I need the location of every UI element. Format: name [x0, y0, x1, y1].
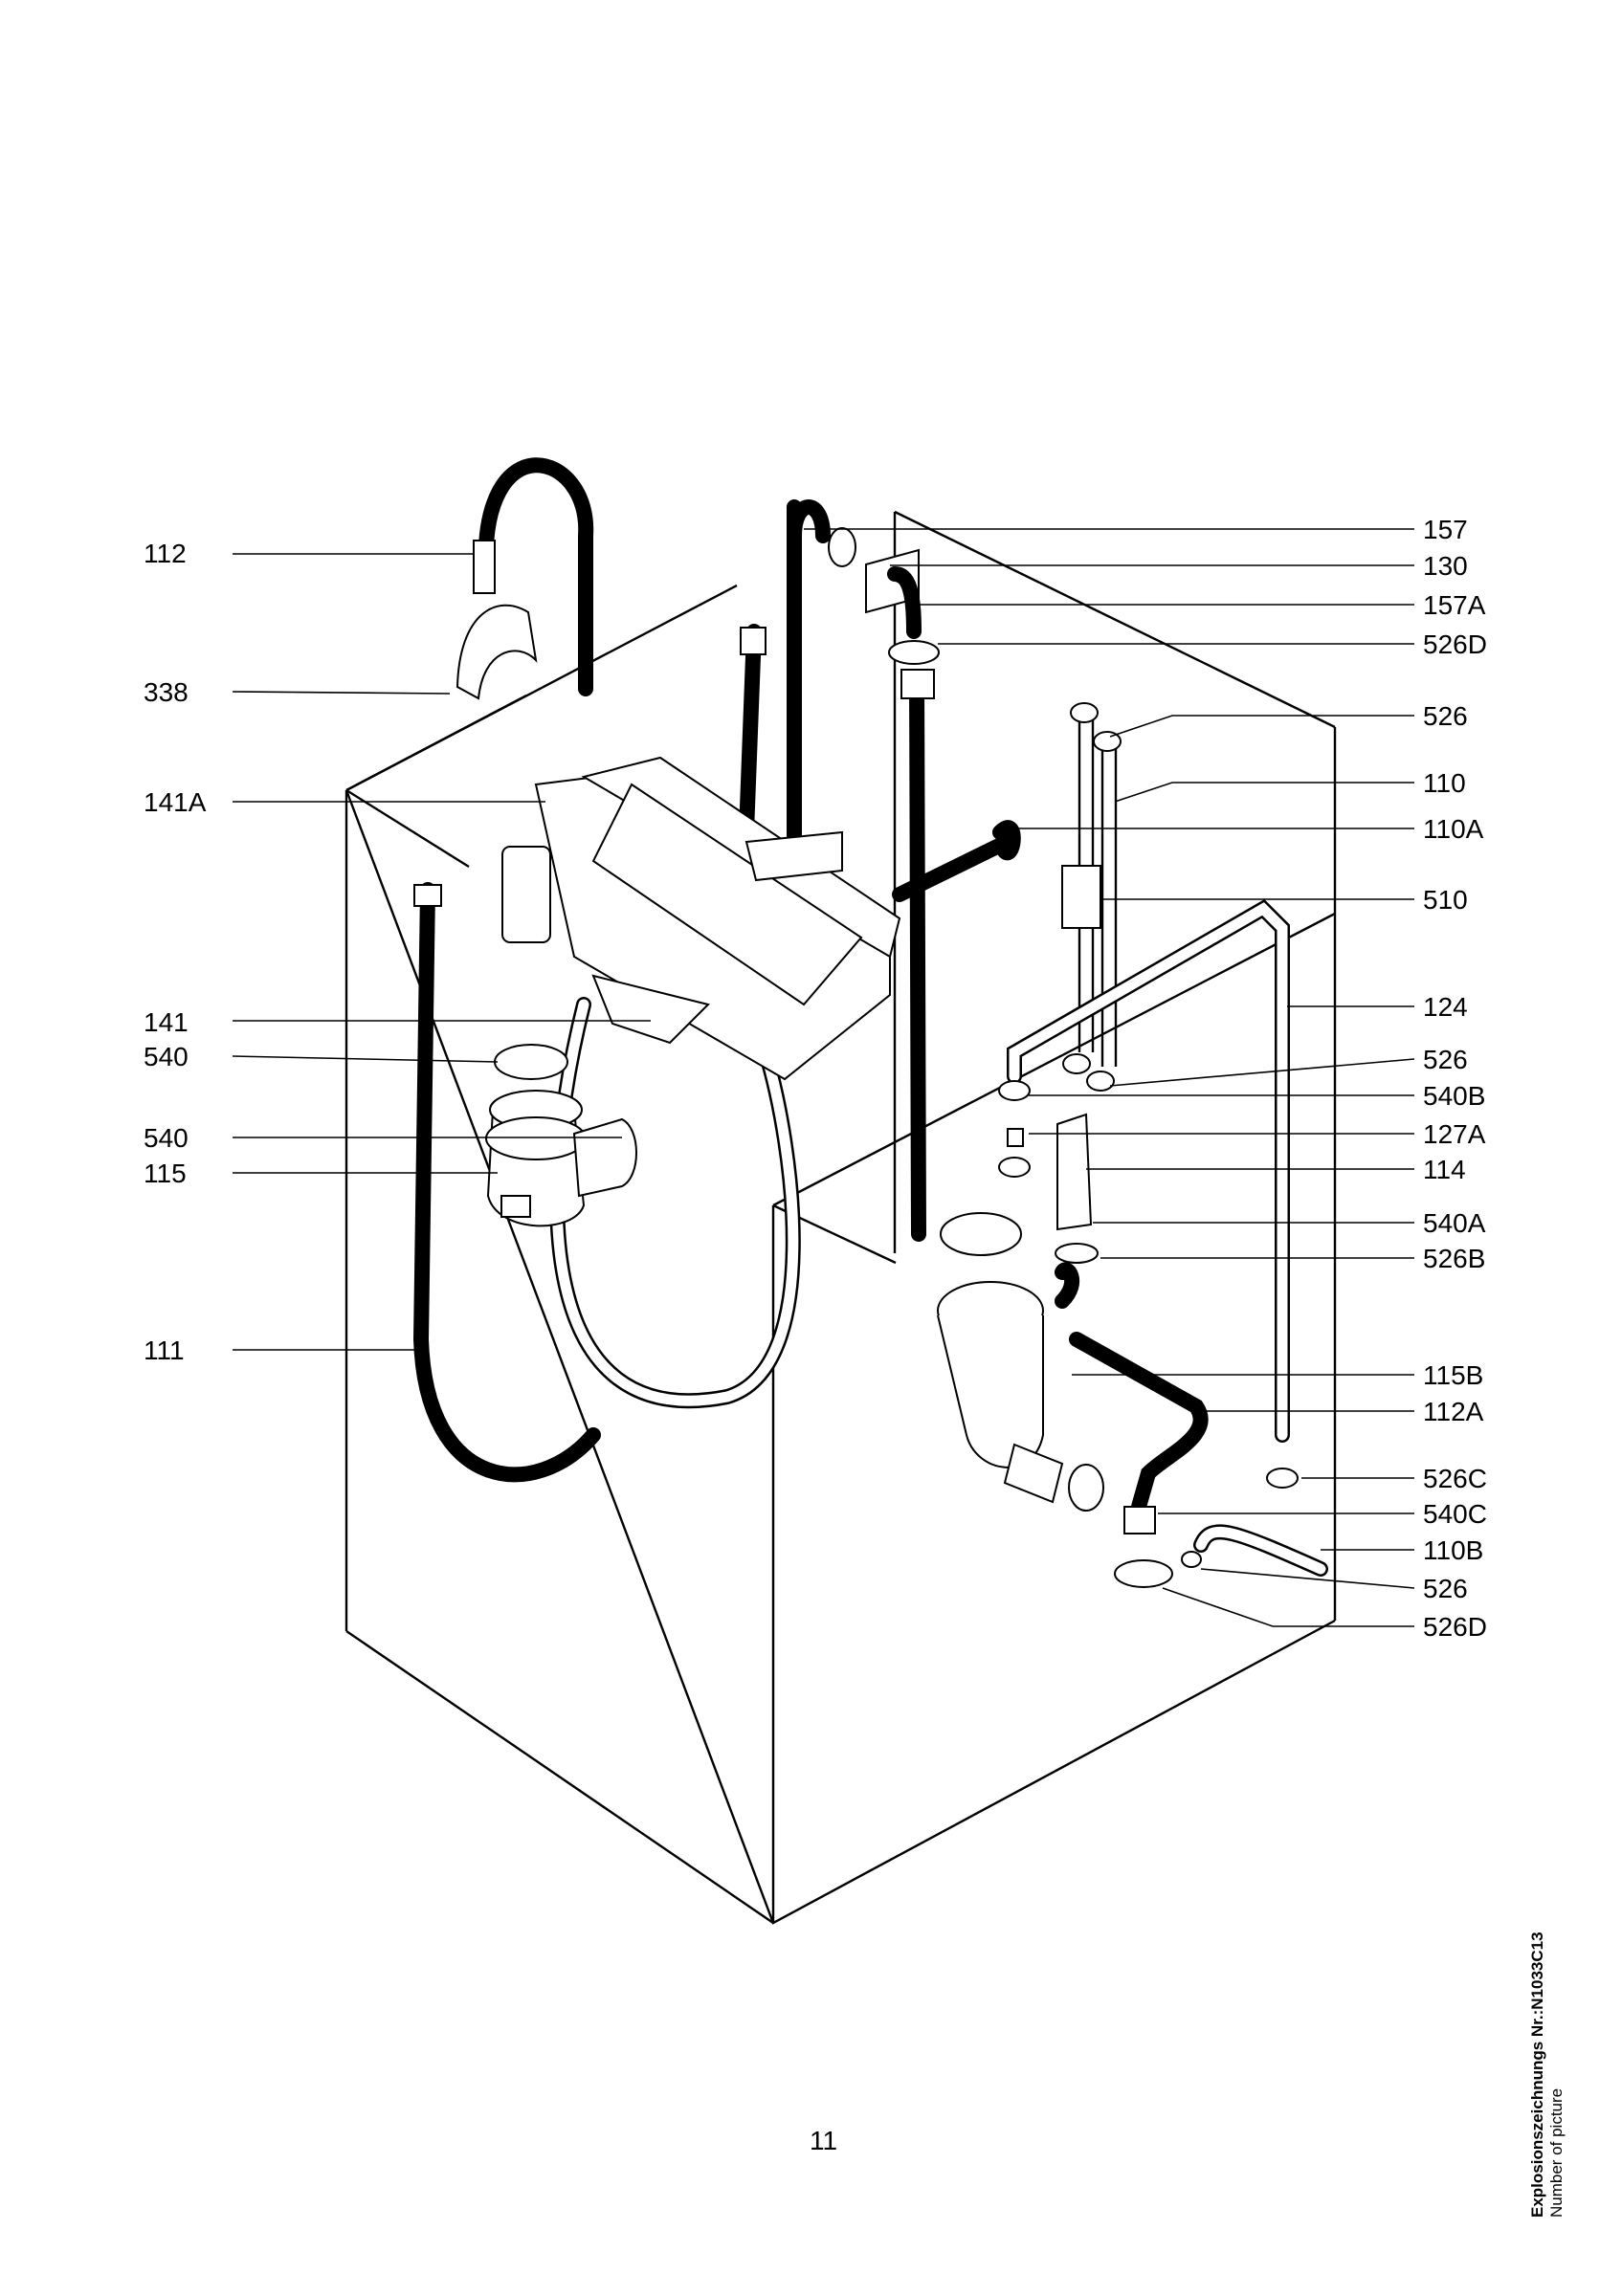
label-124: 124 — [1423, 992, 1468, 1022]
label-526C: 526C — [1423, 1464, 1487, 1493]
sump-115B — [937, 1262, 1328, 1588]
label-526D-top: 526D — [1423, 629, 1487, 659]
sump-115 — [485, 1044, 637, 1227]
label-141A: 141A — [144, 787, 207, 817]
label-115: 115 — [144, 1159, 187, 1188]
inlet-hose-112 — [473, 457, 594, 696]
label-526-top: 526 — [1423, 701, 1468, 731]
hoses-110-510 — [1061, 702, 1122, 1092]
label-540C: 540C — [1423, 1499, 1487, 1529]
label-540A: 540A — [1423, 1208, 1486, 1238]
label-110: 110 — [1423, 768, 1466, 798]
label-157A: 157A — [1423, 590, 1486, 620]
label-526-bottom: 526 — [1423, 1574, 1468, 1603]
page-number: 11 — [810, 2126, 838, 2155]
label-338: 338 — [144, 677, 189, 707]
picture-number-note: Explosionszeichnungs Nr.:N1033C13 Number… — [1528, 1873, 1566, 2218]
label-540B: 540B — [1423, 1081, 1486, 1111]
small-parts-114 — [940, 1080, 1099, 1264]
label-540-upper: 540 — [144, 1042, 189, 1071]
label-114: 114 — [1423, 1155, 1466, 1184]
label-112A: 112A — [1423, 1397, 1484, 1426]
label-112: 112 — [144, 539, 187, 568]
label-110B: 110B — [1423, 1535, 1484, 1565]
label-526D-bottom: 526D — [1423, 1612, 1487, 1642]
hose-bracket-338 — [455, 604, 538, 700]
label-157: 157 — [1423, 515, 1468, 544]
label-130: 130 — [1423, 551, 1468, 581]
label-510: 510 — [1423, 885, 1468, 915]
label-127A: 127A — [1423, 1119, 1486, 1149]
bellows-hose — [892, 820, 1021, 902]
label-115B: 115B — [1423, 1360, 1484, 1390]
parts-157-130 — [787, 499, 940, 665]
label-526B: 526B — [1423, 1244, 1486, 1273]
pipe-124 — [1007, 899, 1299, 1489]
cabinet-frame — [344, 510, 1337, 1925]
drawing-number-caption: Number of picture — [1547, 2087, 1566, 2218]
label-111: 111 — [144, 1336, 185, 1365]
label-110A: 110A — [1423, 814, 1484, 844]
detergent-drawer-141 — [501, 756, 901, 1081]
leader-lines-left — [232, 553, 651, 1351]
label-141: 141 — [144, 1007, 189, 1037]
label-526-middle: 526 — [1423, 1045, 1468, 1074]
vertical-hoses — [739, 499, 935, 1242]
drawing-number: Explosionszeichnungs Nr.:N1033C13 — [1528, 1932, 1546, 2218]
leader-lines-right — [804, 528, 1415, 1627]
label-540-lower: 540 — [144, 1123, 189, 1153]
